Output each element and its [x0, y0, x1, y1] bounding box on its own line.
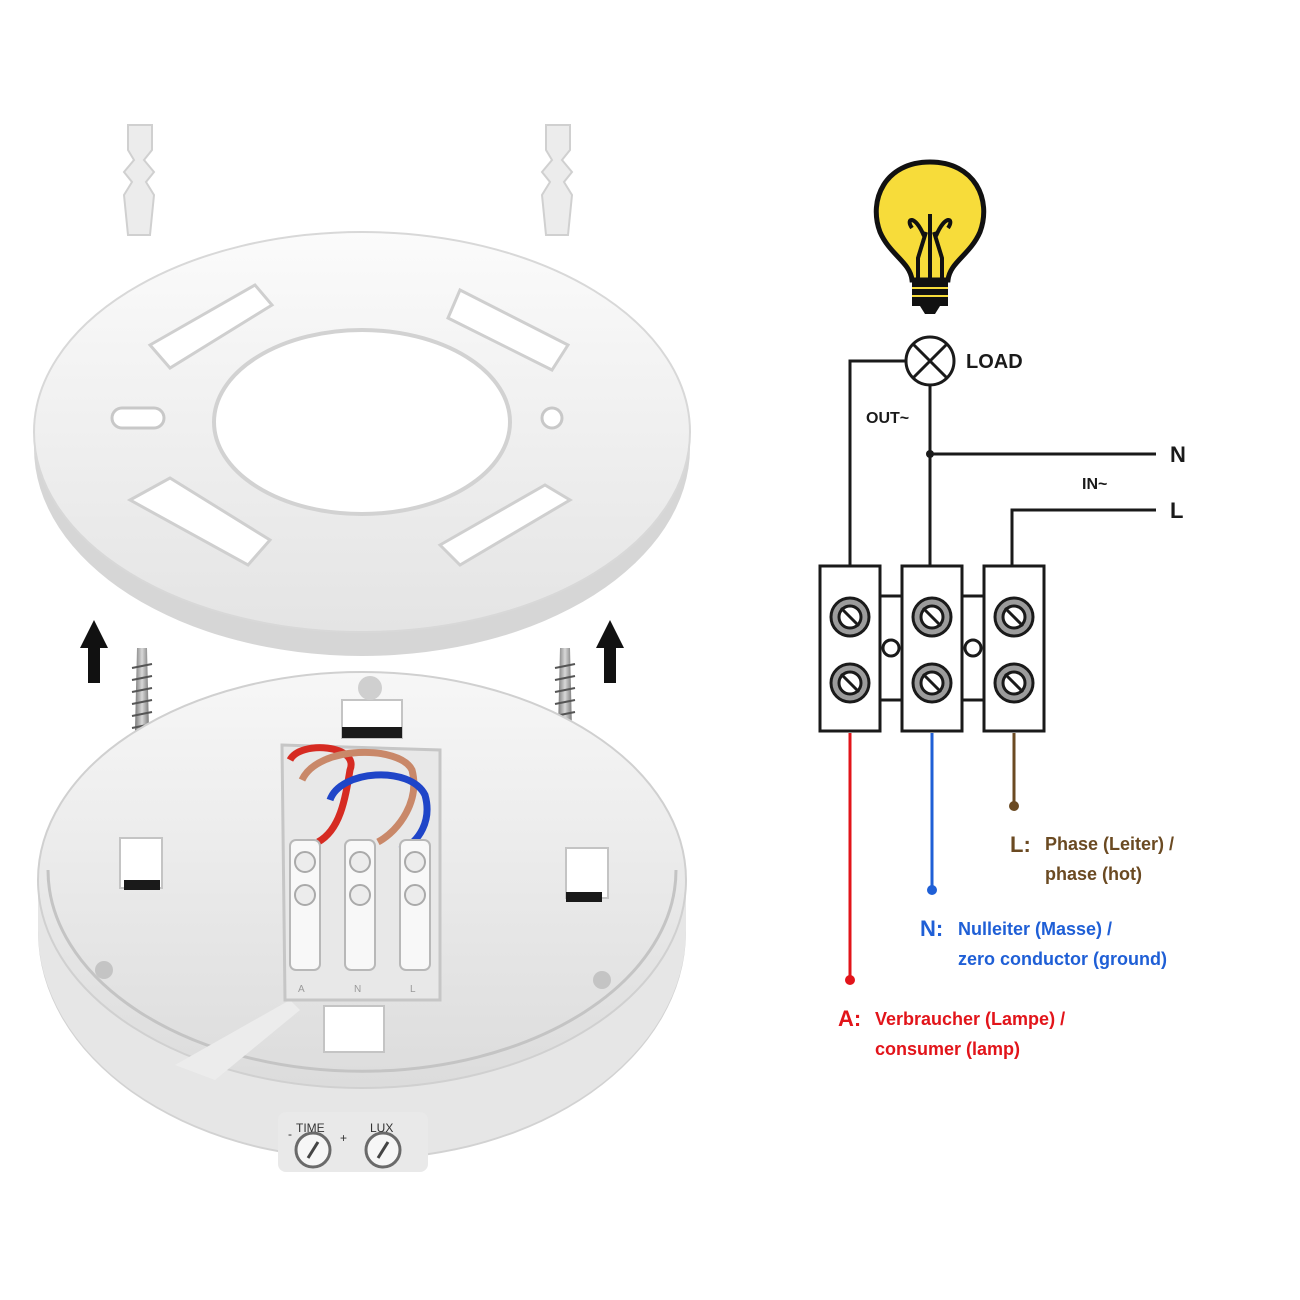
time-knob-minus: -: [288, 1127, 292, 1141]
time-knob-plus: +: [340, 1131, 347, 1145]
lux-knob-label: LUX: [370, 1121, 393, 1135]
lightbulb-icon: [873, 159, 987, 314]
legend-phase-line2: phase (hot): [1045, 864, 1142, 884]
lead-phase: [1009, 733, 1019, 811]
legend-phase-key: L:: [1010, 832, 1031, 857]
plate-hole-right: [540, 406, 564, 430]
legend-neutral-line1: Nulleiter (Masse) /: [958, 919, 1112, 939]
lux-knob[interactable]: [364, 1131, 402, 1169]
legend-neutral-line2: zero conductor (ground): [958, 949, 1167, 969]
legend-consumer: A: Verbraucher (Lampe) / consumer (lamp): [838, 1006, 1065, 1059]
terminal-mark-n: N: [354, 984, 361, 995]
load-label: LOAD: [966, 351, 1023, 373]
in-label: IN~: [1082, 476, 1107, 493]
adjustment-panel: TIME LUX - +: [278, 1112, 428, 1172]
wall-plug-right: [540, 124, 574, 236]
terminal-screws: [829, 596, 1035, 704]
load-lamp-symbol: [904, 335, 956, 387]
legend-consumer-line2: consumer (lamp): [875, 1039, 1020, 1059]
legend-consumer-line1: Verbraucher (Lampe) /: [875, 1009, 1065, 1029]
schematic-wires: [848, 359, 1156, 568]
lead-consumer: [845, 733, 855, 985]
terminal-mark-l: L: [410, 984, 416, 995]
terminal-block: [289, 839, 431, 971]
time-knob[interactable]: [294, 1131, 332, 1169]
l-terminal-label: L: [1170, 498, 1183, 523]
arrow-up-right: [596, 620, 624, 683]
arrow-up-left: [80, 620, 108, 683]
legend-phase-line1: Phase (Leiter) /: [1045, 834, 1174, 854]
sensor-base: A N L: [37, 671, 687, 1160]
plate-slot-left: [110, 406, 166, 430]
terminal-strip: [818, 564, 1046, 733]
lead-neutral: [927, 733, 937, 895]
n-terminal-label: N: [1170, 442, 1186, 467]
terminal-mark-a: A: [298, 984, 305, 995]
junction-dot: [926, 450, 934, 458]
legend-phase: L: Phase (Leiter) / phase (hot): [1010, 832, 1174, 884]
legend-neutral: N: Nulleiter (Masse) / zero conductor (g…: [920, 916, 1167, 969]
wall-plug-left: [122, 124, 156, 236]
legend-consumer-key: A:: [838, 1006, 861, 1031]
mounting-plate: [33, 231, 691, 656]
time-knob-label: TIME: [296, 1121, 325, 1135]
legend-neutral-key: N:: [920, 916, 943, 941]
out-label: OUT~: [866, 410, 909, 427]
plate-center-hole: [212, 328, 512, 516]
